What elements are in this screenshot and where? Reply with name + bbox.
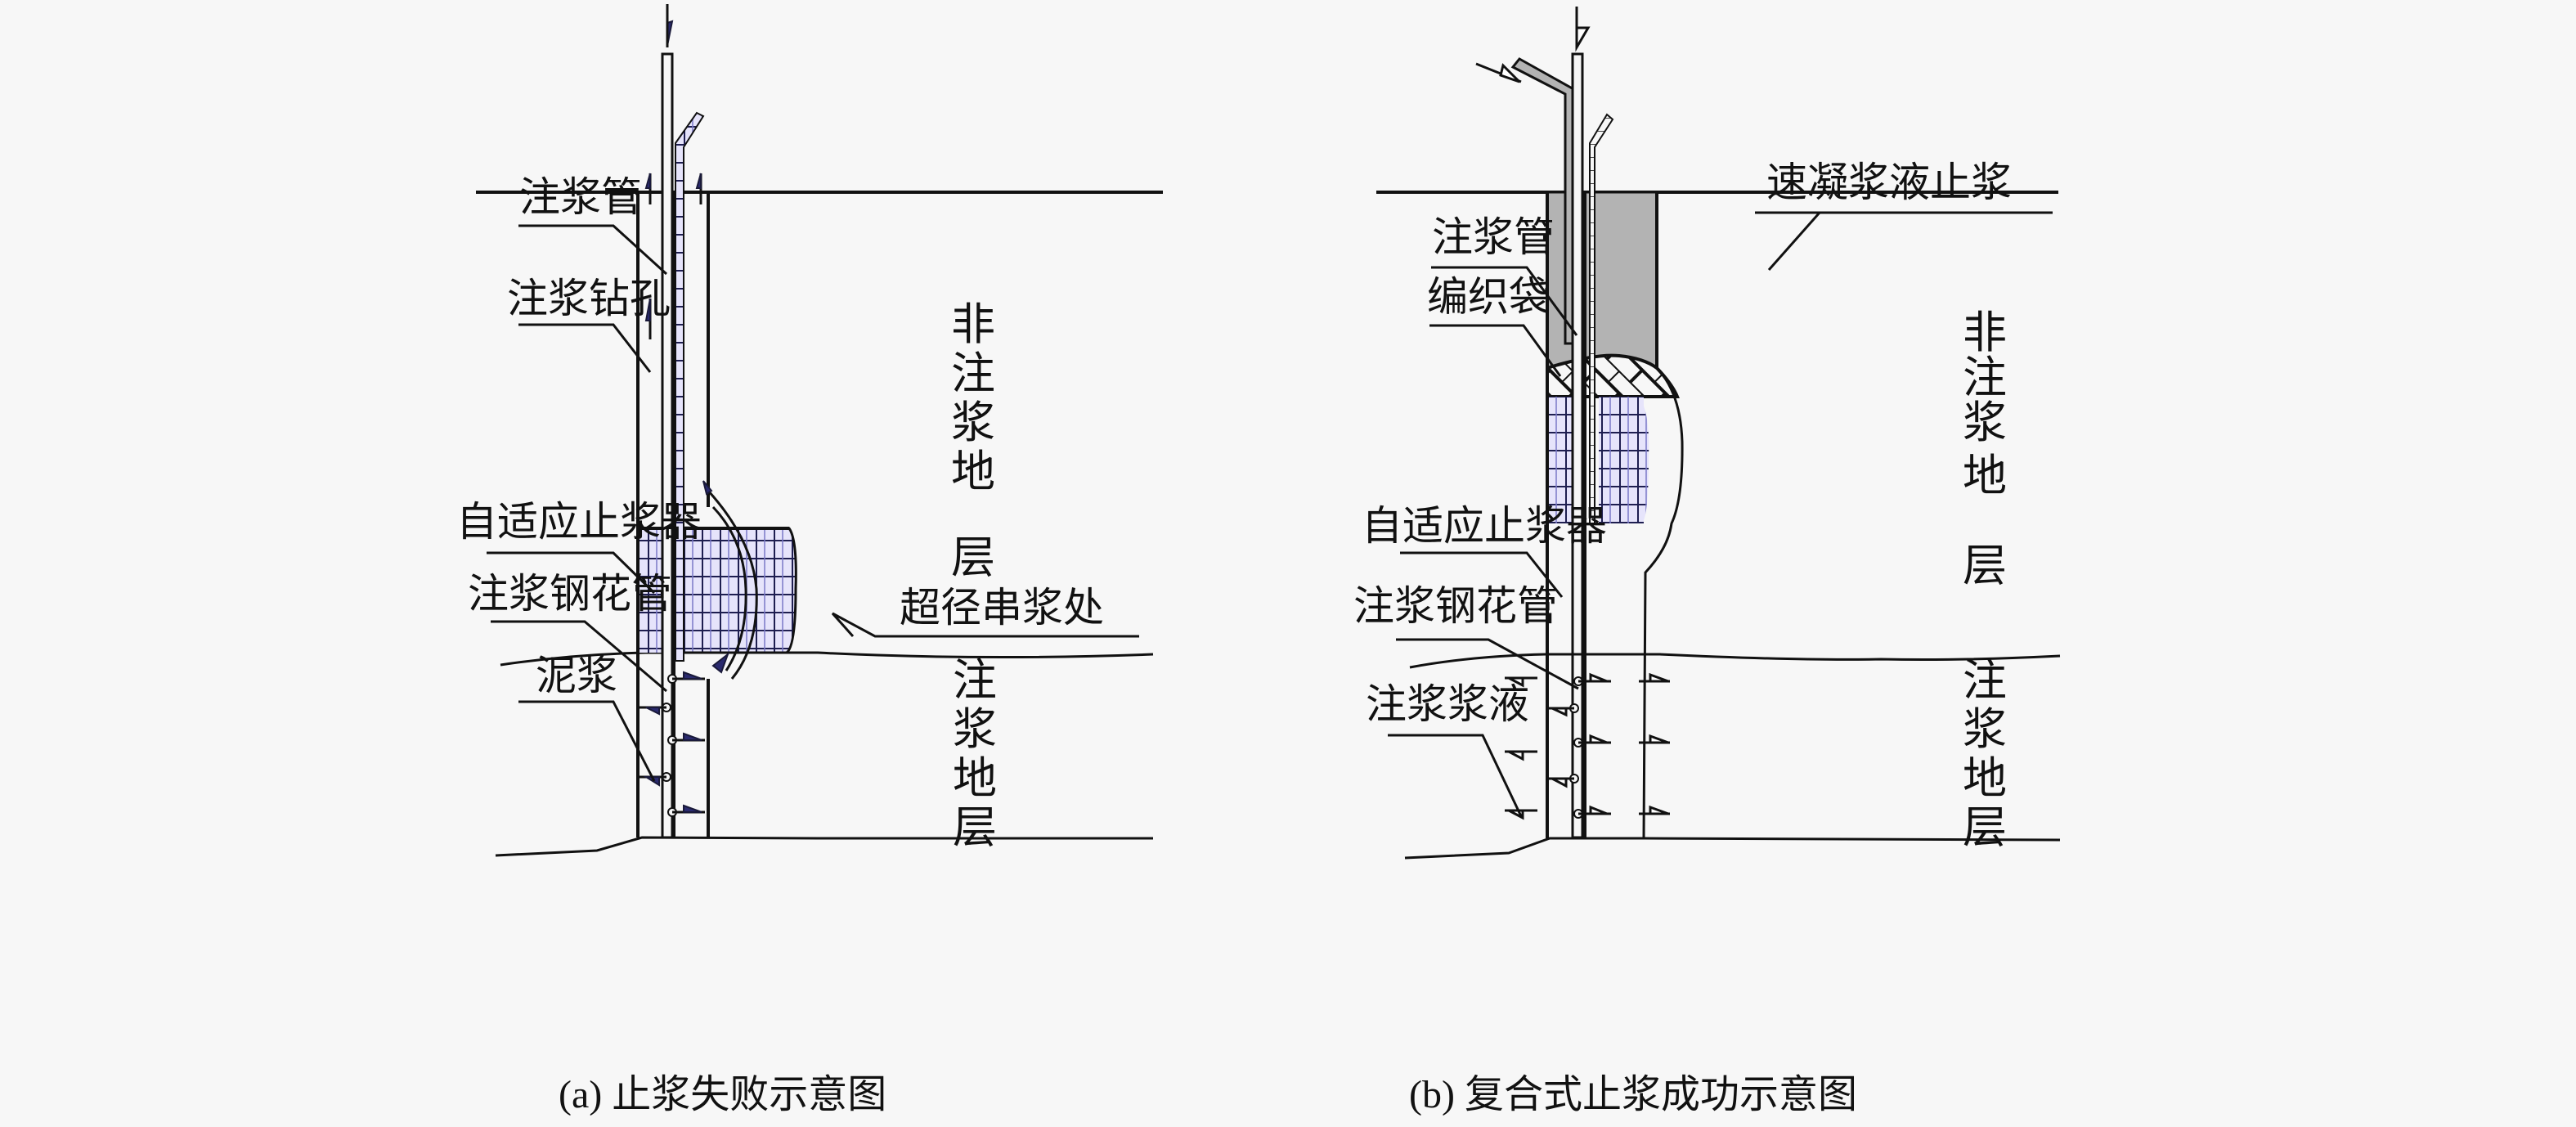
leak-path-inner [711,505,747,671]
leader-stopper [487,551,656,595]
svg-text:地: 地 [1963,752,2007,804]
svg-text:非: 非 [1963,307,2007,358]
leader-stopper-b [1400,551,1564,598]
adaptive-stopper-right-b-fill [1599,397,1644,523]
leader-mud [518,700,656,782]
grout-pipe [661,52,674,839]
label-grout-pipe-b: 注浆管 [1432,213,1555,261]
leader-grout-pipe [518,224,668,276]
leader-steel-pipe [491,620,667,693]
svg-text:注: 注 [1963,352,2007,403]
label-grout-slurry: 注浆浆液 [1366,680,1529,728]
grout-slurry-arrows [1505,672,1670,820]
label-mud: 泥浆 [536,652,617,699]
panel-a: 注浆管 注浆钻孔 自适应止浆器 注浆钢花管 泥浆 超径串浆处 非 注 浆 地 层… [456,4,1163,1116]
steel-perforated-pipe [672,192,675,837]
quick-seal-arrow-head [1499,63,1521,83]
stratum-boundary-lower [495,836,1153,857]
borehole-enlarged-wall-b [1642,366,1684,839]
label-grouting-stratum: 注 浆 地 层 [953,654,997,853]
leader-borehole [518,323,652,373]
svg-text:地: 地 [953,752,997,804]
svg-text:注: 注 [951,348,995,399]
svg-text:浆: 浆 [1963,397,2007,448]
stratum-boundary-upper-b [1409,653,2061,669]
outflow-arrows [638,671,705,817]
leader-quick-seal-b [1755,211,1823,271]
return-hose-b [1589,113,1614,524]
stratum-boundary-upper [500,651,1154,667]
label-overdiameter-leak: 超径串浆处 [900,584,1104,631]
leak-path [707,489,758,680]
quick-setting-seal-full [1546,191,1658,370]
label-steel-perforated-pipe: 注浆钢花管 [468,570,672,617]
caption-panel-a: (a) 止浆失败示意图 [559,1073,886,1116]
leader-woven-bag-b [1429,324,1562,377]
svg-text:层: 层 [1963,540,2007,591]
return-hose [675,111,705,662]
label-grout-pipe: 注浆管 [519,173,642,221]
svg-text:注: 注 [953,654,997,706]
svg-text:浆: 浆 [1963,703,2007,755]
label-steel-perforated-pipe-b: 注浆钢花管 [1353,582,1558,630]
svg-text:层: 层 [953,801,997,853]
svg-text:浆: 浆 [953,703,997,755]
label-grouting-stratum-b: 注 浆 地 层 [1963,654,2007,853]
stratum-boundary-lower-b [1404,837,2061,860]
svg-text:地: 地 [951,446,995,497]
svg-text:非: 非 [951,299,995,350]
label-quick-setting-seal: 速凝浆液止浆 [1766,159,2012,206]
leader-steel-pipe-b [1396,638,1579,690]
upflow-arrows [644,173,730,674]
panel-b: 速凝浆液止浆 注浆管 编织袋 自适应止浆器 注浆钢花管 注浆浆液 非 注 浆 地… [1353,7,2061,1116]
svg-text:注: 注 [1963,654,2007,706]
label-grout-borehole: 注浆钻孔 [507,275,671,322]
grout-pipe-b [1571,52,1584,839]
adaptive-stopper-right [674,527,797,654]
label-woven-bag: 编织袋 [1427,273,1550,321]
svg-text:浆: 浆 [951,397,995,448]
label-adaptive-stopper: 自适应止浆器 [456,498,702,546]
svg-text:地: 地 [1963,450,2007,501]
leader-grout-pipe-b [1431,266,1578,336]
leader-leak [831,612,1139,638]
caption-panel-b: (b) 复合式止浆成功示意图 [1409,1073,1857,1116]
label-adaptive-stopper-b: 自适应止浆器 [1362,502,1607,550]
steel-perforated-pipe-b [1582,192,1586,838]
arrow-down-top-b [1575,26,1591,52]
label-non-grouting-stratum: 非 注 浆 地 层 [951,299,995,583]
leader-grout-slurry-b [1388,734,1523,817]
svg-text:层: 层 [1963,801,2007,853]
svg-text:层: 层 [951,532,995,583]
label-non-grouting-stratum-b: 非 注 浆 地 层 [1963,307,2007,591]
